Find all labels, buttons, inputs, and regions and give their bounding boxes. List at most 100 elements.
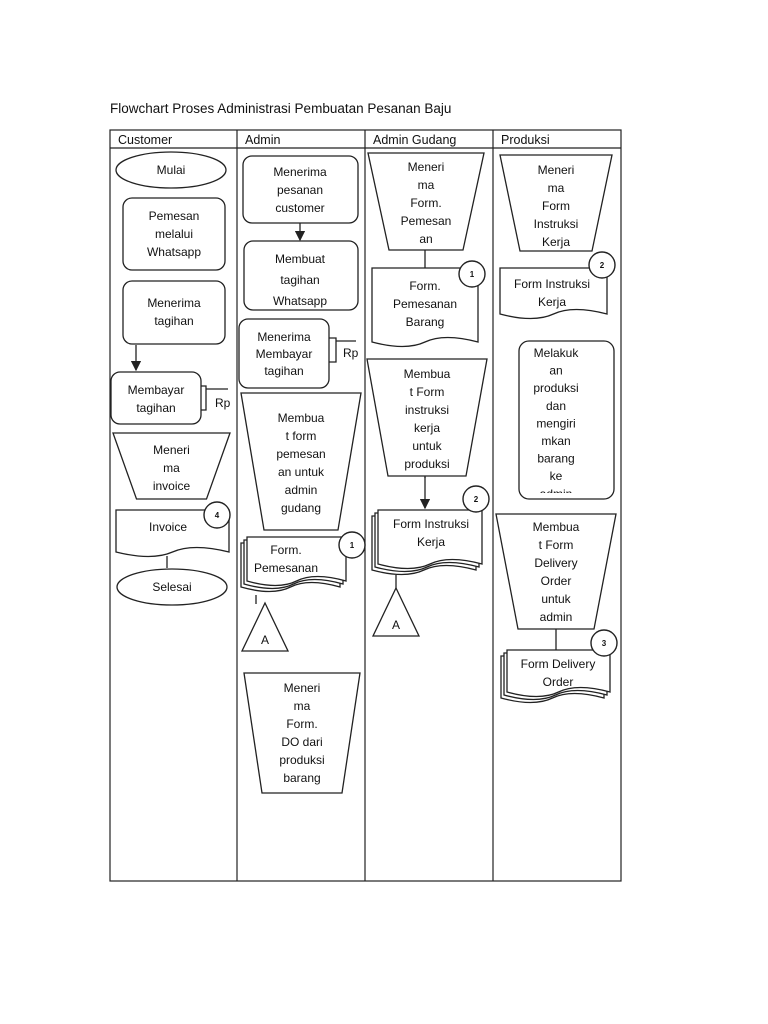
connector-number: 4: [215, 511, 220, 520]
menerima-instruksi-text: Meneri: [538, 163, 575, 177]
form-do-text: Form Delivery: [521, 657, 596, 671]
menerima-pesanan-text: Menerima: [273, 165, 327, 179]
connector-circle: 1: [458, 260, 486, 288]
membuat-tagihan-text: Membuat: [275, 252, 326, 266]
menerima-do-text: Meneri: [284, 681, 321, 695]
menerima-do-text: barang: [283, 771, 320, 785]
node-invoice: Invoice: [115, 509, 230, 558]
pemesanan-text: Pemesan: [149, 209, 200, 223]
membuat-do-text: untuk: [541, 592, 571, 606]
membuat-form-pemesanan-text: pemesan: [276, 447, 325, 461]
form-pemesanan-barang-text: Form.: [409, 279, 440, 293]
form-pemesanan-admin-text: Form.: [270, 543, 301, 557]
rp-label: Rp: [215, 396, 231, 410]
menerima-do-text: produksi: [279, 753, 324, 767]
form-instruksi-gudang-text: Form Instruksi: [393, 517, 469, 531]
melakukan-produksi-text: mengiri: [536, 416, 575, 430]
melakukan-produksi-text: produksi: [533, 381, 578, 395]
membuat-form-pemesanan-text: t form: [286, 429, 317, 443]
membuat-do-text: Order: [541, 574, 572, 588]
connector-circle: 3: [590, 629, 618, 657]
melakukan-produksi-text: mkan: [541, 434, 570, 448]
melakukan-produksi-text: admin: [540, 487, 573, 501]
menerima-do-text: Form.: [286, 717, 317, 731]
offpage-label: A: [392, 618, 400, 632]
node-selesai: Selesai: [116, 568, 228, 606]
menerima-tagihan-text: tagihan: [154, 314, 193, 328]
connector-circle: 2: [588, 251, 616, 279]
node-mulai: Mulai: [115, 151, 227, 189]
membuat-tagihan-text: Whatsapp: [273, 294, 327, 308]
menerima-instruksi-text: Kerja: [542, 235, 570, 249]
melakukan-produksi-text: dan: [546, 399, 566, 413]
menerima-invoice-text: invoice: [153, 479, 191, 493]
membuat-do-text: Delivery: [534, 556, 577, 570]
selesai-text: Selesai: [152, 580, 191, 594]
membuat-form-instruksi-text: t Form: [410, 385, 445, 399]
connector-number: 1: [350, 541, 355, 550]
form-instruksi-gudang-text: Kerja: [417, 535, 445, 549]
membayar-text: Membayar: [128, 383, 185, 397]
membuat-tagihan-text: tagihan: [280, 273, 319, 287]
membuat-form-instruksi-text: Membua: [404, 367, 451, 381]
node-form-pemesanan-admin: Form. Pemesanan: [240, 536, 347, 593]
membuat-form-pemesanan-text: Membua: [278, 411, 325, 425]
menerima-form-pemesanan-text: an: [419, 232, 432, 246]
membuat-form-pemesanan-text: an untuk: [278, 465, 325, 479]
menerima-form-pemesanan-text: Form.: [410, 196, 441, 210]
menerima-form-pemesanan-text: ma: [418, 178, 435, 192]
form-pemesanan-barang-text: Pemesanan: [393, 297, 457, 311]
connector-number: 1: [470, 270, 475, 279]
lane-header-produksi: Produksi: [501, 133, 550, 147]
node-melakukan-produksi: Melakukanproduksidanmengirimkanbarangkea…: [518, 340, 615, 501]
menerima-bayar-text: Menerima: [257, 330, 311, 344]
menerima-pesanan-text: customer: [275, 201, 324, 215]
menerima-instruksi-text: ma: [548, 181, 565, 195]
invoice-text: Invoice: [149, 520, 187, 534]
menerima-invoice-text: Meneri: [153, 443, 190, 457]
rp-label: Rp: [343, 346, 359, 360]
connector-number: 2: [474, 495, 479, 504]
pemesanan-text: Whatsapp: [147, 245, 201, 259]
melakukan-produksi-text: Melakuk: [534, 346, 580, 360]
membuat-form-instruksi-text: kerja: [414, 421, 440, 435]
node-menerima-tagihan: Menerima tagihan: [122, 280, 226, 345]
connector-number: 2: [600, 261, 605, 270]
connector-circle: 2: [462, 485, 490, 513]
lane-header-admin-gudang: Admin Gudang: [373, 133, 456, 147]
offpage-label: A: [261, 633, 269, 647]
menerima-do-text: DO dari: [281, 735, 322, 749]
form-do-text: Order: [543, 675, 574, 689]
node-menerima-pesanan: Menerima pesanan customer: [242, 155, 359, 224]
membuat-form-instruksi-text: produksi: [404, 457, 449, 471]
form-pemesanan-admin-text: Pemesanan: [254, 561, 318, 575]
membuat-form-pemesanan-text: admin: [285, 483, 318, 497]
mulai-text: Mulai: [157, 163, 186, 177]
menerima-tagihan-text: Menerima: [147, 296, 201, 310]
membayar-text: tagihan: [136, 401, 175, 415]
page-title: Flowchart Proses Administrasi Pembuatan …: [110, 101, 452, 116]
node-membayar: Membayar tagihan: [110, 371, 202, 425]
menerima-form-pemesanan-text: Meneri: [408, 160, 445, 174]
menerima-form-pemesanan-text: Pemesan: [401, 214, 452, 228]
membuat-do-text: t Form: [539, 538, 574, 552]
swimlane-frame: [109, 129, 622, 882]
melakukan-produksi-text: an: [549, 364, 562, 378]
melakukan-produksi-text: ke: [550, 469, 563, 483]
menerima-instruksi-text: Form: [542, 199, 570, 213]
membuat-do-text: Membua: [533, 520, 580, 534]
menerima-pesanan-text: pesanan: [277, 183, 323, 197]
connector-circle: 4: [203, 501, 231, 529]
